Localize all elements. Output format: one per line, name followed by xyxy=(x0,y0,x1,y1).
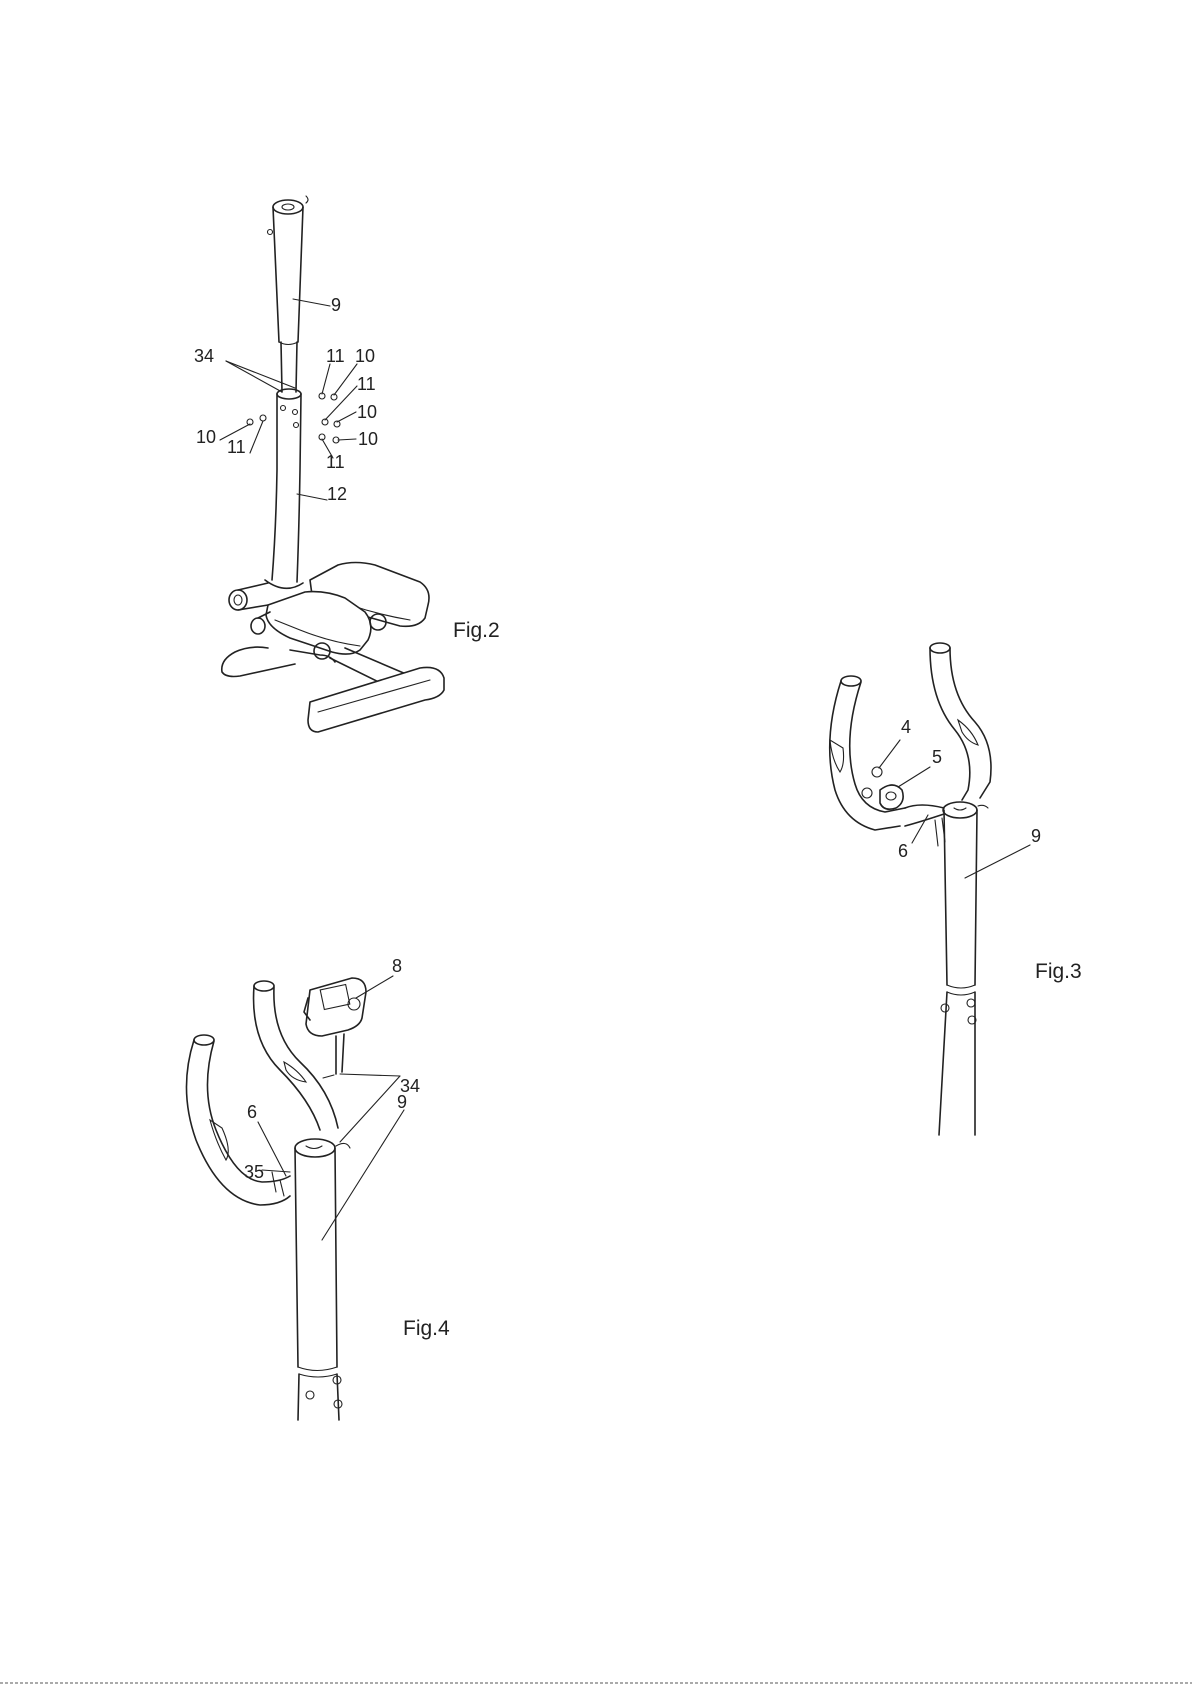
figure-2: 9 34 11 10 11 10 10 11 10 11 12 Fig.2 xyxy=(194,196,500,732)
fig3-label-6: 6 xyxy=(898,841,908,861)
fig2-label-11c: 11 xyxy=(227,437,246,457)
fig4-label-6: 6 xyxy=(247,1102,257,1122)
fig3-label-4: 4 xyxy=(901,717,911,737)
fig2-label-12: 12 xyxy=(327,484,347,504)
bolts-washers-drawing xyxy=(247,393,340,443)
fig2-label-11b: 11 xyxy=(357,374,376,394)
fig4-label-8: 8 xyxy=(392,956,402,976)
fig2-label-34: 34 xyxy=(194,346,214,366)
upper-tube-9-drawing xyxy=(268,196,309,392)
fig2-caption: Fig.2 xyxy=(453,619,500,642)
fig2-label-11a: 11 xyxy=(326,346,345,366)
lower-tube-12-drawing xyxy=(272,389,301,582)
console-8-drawing xyxy=(304,978,366,1078)
fig4-label-9: 9 xyxy=(397,1092,407,1112)
stepper-base-drawing xyxy=(222,563,444,733)
fig3-caption: Fig.3 xyxy=(1035,960,1082,983)
fig2-label-10b: 10 xyxy=(357,402,377,422)
fig2-label-10a: 10 xyxy=(355,346,375,366)
fig3-label-5: 5 xyxy=(932,747,942,767)
figure-4: 8 34 6 35 9 Fig.4 xyxy=(186,956,450,1420)
fig2-label-11d: 11 xyxy=(326,452,345,472)
fig4-label-35: 35 xyxy=(244,1162,264,1182)
figure-3: 4 5 6 9 Fig.3 xyxy=(830,643,1082,1135)
handlebar-drawing xyxy=(830,643,991,846)
fig4-caption: Fig.4 xyxy=(403,1317,450,1340)
knob-parts-drawing xyxy=(862,767,903,809)
post-9-drawing xyxy=(939,810,977,1135)
fig2-label-10c: 10 xyxy=(196,427,216,447)
fig3-label-9: 9 xyxy=(1031,826,1041,846)
fig2-label-9: 9 xyxy=(331,295,341,315)
fig4-post-9-drawing xyxy=(295,1139,350,1420)
fig2-label-10d: 10 xyxy=(358,429,378,449)
